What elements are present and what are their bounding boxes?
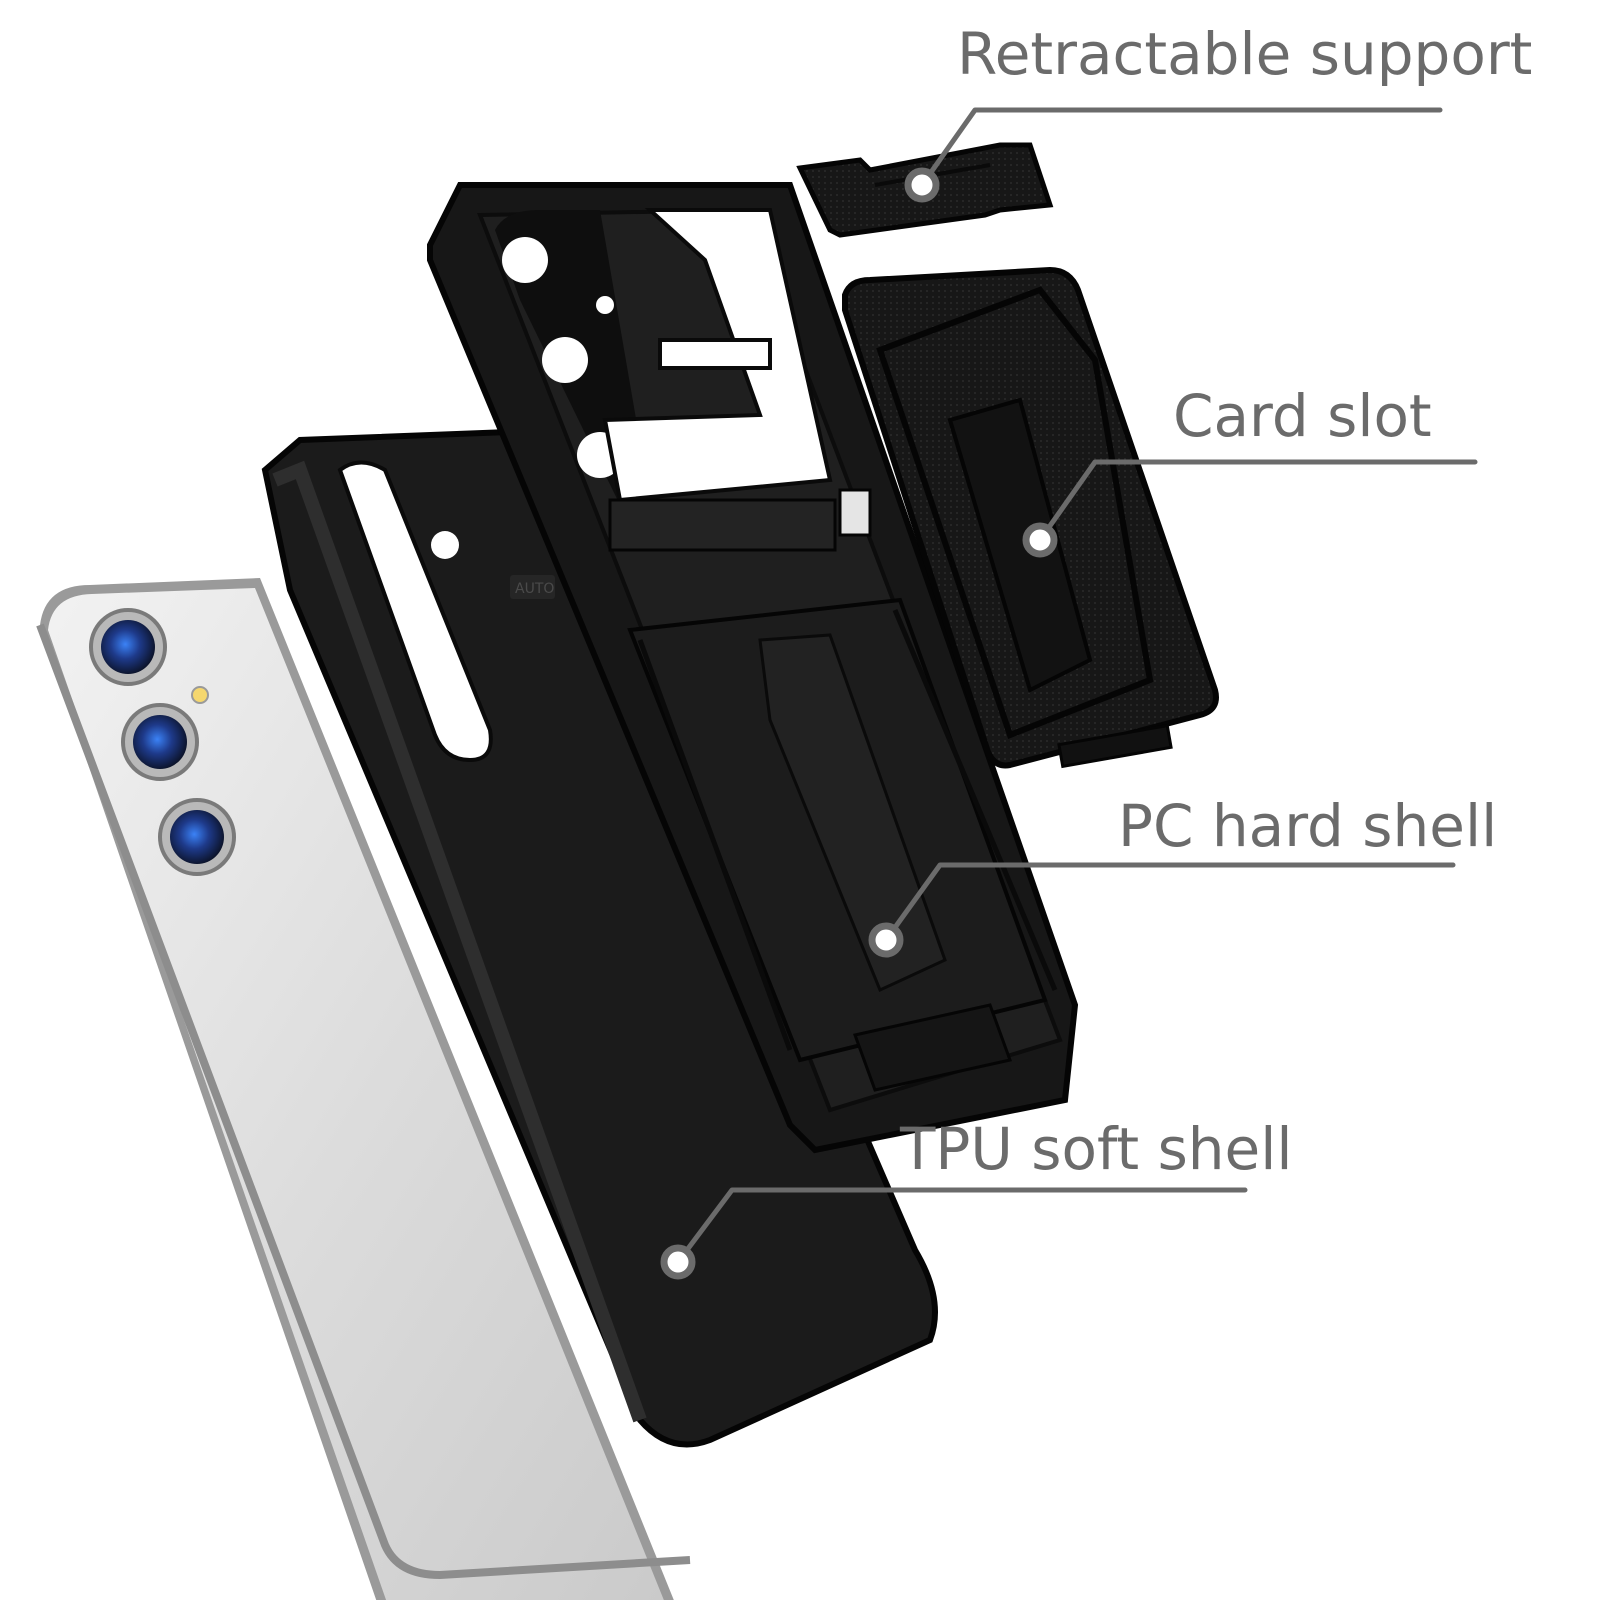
phone-flash [191, 686, 209, 704]
card-slot-leader [1037, 459, 1478, 543]
pc-hard-shell-dot [868, 922, 904, 958]
phone-camera-lens-2 [121, 703, 199, 781]
pc-hard-shell-label: PC hard shell [1118, 792, 1498, 860]
tpu-soft-shell-label: TPU soft shell [900, 1115, 1293, 1183]
kickstand-frame [602, 208, 833, 503]
retractable-support-leader [919, 107, 1443, 188]
card-slot-dot [1022, 522, 1058, 558]
phone-camera-lens-1 [89, 608, 167, 686]
callout-leaders [675, 107, 1478, 1265]
card-slot-part [842, 266, 1219, 769]
tpu-soft-shell-leader [675, 1187, 1248, 1265]
phone-camera-lens-3 [158, 798, 236, 876]
pc-hard-shell-leader [883, 862, 1456, 943]
tpu-shell-engraving: AUTO [515, 581, 554, 597]
card-slot-label: Card slot [1173, 382, 1432, 450]
pc-hard-shell [427, 182, 1079, 1154]
hard-shell-camera-hole-2 [542, 337, 588, 383]
hard-shell-camera-hole-1 [502, 237, 548, 283]
callout-dots [660, 167, 1058, 1280]
retractable-support-dot [904, 167, 940, 203]
retractable-support-label: Retractable support [957, 20, 1533, 88]
tpu-soft-shell-dot [660, 1244, 696, 1280]
phone-back [36, 578, 691, 1600]
